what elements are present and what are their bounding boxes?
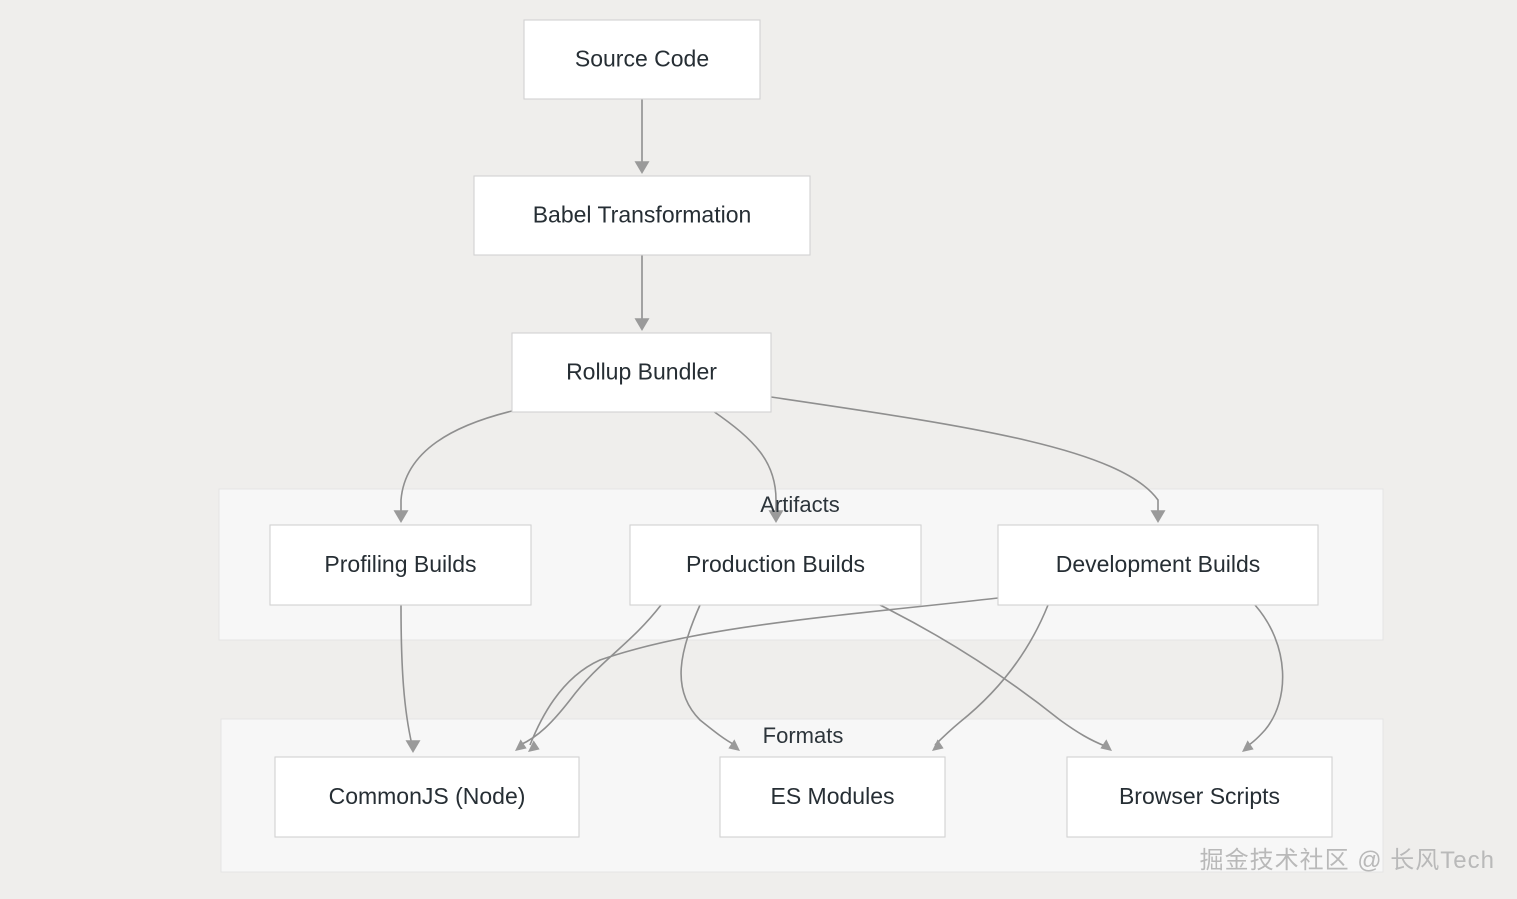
arrowhead-icon-rollup-to-profiling_builds (393, 510, 409, 523)
arrowhead-icon-rollup-to-production_builds (768, 510, 784, 523)
cluster-label-artifacts: Artifacts (760, 492, 839, 517)
node-label-development_builds: Development Builds (1056, 551, 1261, 577)
edge-development_builds-to-commonjs (529, 597, 999, 746)
watermark: 掘金技术社区 @ 长风Tech (1199, 847, 1495, 874)
node-label-es_modules: ES Modules (770, 783, 894, 809)
node-box-rollup[interactable] (511, 332, 772, 413)
node-label-source_code: Source Code (575, 46, 709, 72)
node-box-source_code[interactable] (523, 19, 761, 100)
arrowhead-icon-production_builds-to-commonjs (515, 739, 527, 751)
edge-group (393, 99, 1284, 753)
edge-rollup-to-production_builds (712, 410, 777, 515)
arrowhead-icon-development_builds-to-commonjs (528, 740, 540, 752)
edge-profiling_builds-to-commonjs (400, 604, 413, 746)
arrowhead-icon-production_builds-to-es_modules (728, 739, 740, 751)
node-box-es_modules[interactable] (719, 756, 946, 838)
edge-development_builds-to-es_modules (934, 604, 1049, 746)
cluster-label-formats: Formats (763, 723, 844, 748)
node-babel[interactable]: Babel Transformation (473, 175, 811, 256)
arrowhead-icon-babel-to-rollup (634, 318, 650, 331)
arrowhead-icon-profiling_builds-to-commonjs (405, 740, 421, 753)
node-profiling_builds[interactable]: Profiling Builds (269, 524, 532, 606)
node-label-browser_scripts: Browser Scripts (1119, 783, 1280, 809)
arrowhead-icon-production_builds-to-browser_scripts (1100, 739, 1112, 751)
node-box-production_builds[interactable] (629, 524, 922, 606)
node-label-profiling_builds: Profiling Builds (324, 551, 476, 577)
node-source_code[interactable]: Source Code (523, 19, 761, 100)
node-label-babel: Babel Transformation (533, 202, 752, 228)
node-box-profiling_builds[interactable] (269, 524, 532, 606)
edge-development_builds-to-browser_scripts (1244, 604, 1284, 748)
edge-rollup-to-development_builds (770, 396, 1159, 515)
arrowhead-icon-development_builds-to-browser_scripts (1242, 740, 1254, 752)
node-box-commonjs[interactable] (274, 756, 580, 838)
edge-production_builds-to-browser_scripts (879, 604, 1106, 747)
arrowhead-icon-rollup-to-development_builds (1150, 510, 1166, 523)
node-browser_scripts[interactable]: Browser Scripts (1066, 756, 1333, 838)
edge-production_builds-to-commonjs (519, 604, 662, 746)
node-label-rollup: Rollup Bundler (566, 359, 717, 385)
node-label-commonjs: CommonJS (Node) (329, 783, 526, 809)
node-box-browser_scripts[interactable] (1066, 756, 1333, 838)
node-rollup[interactable]: Rollup Bundler (511, 332, 772, 413)
arrowhead-icon-source_code-to-babel (634, 161, 650, 174)
node-commonjs[interactable]: CommonJS (Node) (274, 756, 580, 838)
node-box-babel[interactable] (473, 175, 811, 256)
node-production_builds[interactable]: Production Builds (629, 524, 922, 606)
node-label-production_builds: Production Builds (686, 551, 865, 577)
node-box-development_builds[interactable] (997, 524, 1319, 606)
arrowhead-icon-development_builds-to-es_modules (932, 739, 944, 751)
node-development_builds[interactable]: Development Builds (997, 524, 1319, 606)
edge-rollup-to-profiling_builds (400, 410, 513, 515)
node-es_modules[interactable]: ES Modules (719, 756, 946, 838)
